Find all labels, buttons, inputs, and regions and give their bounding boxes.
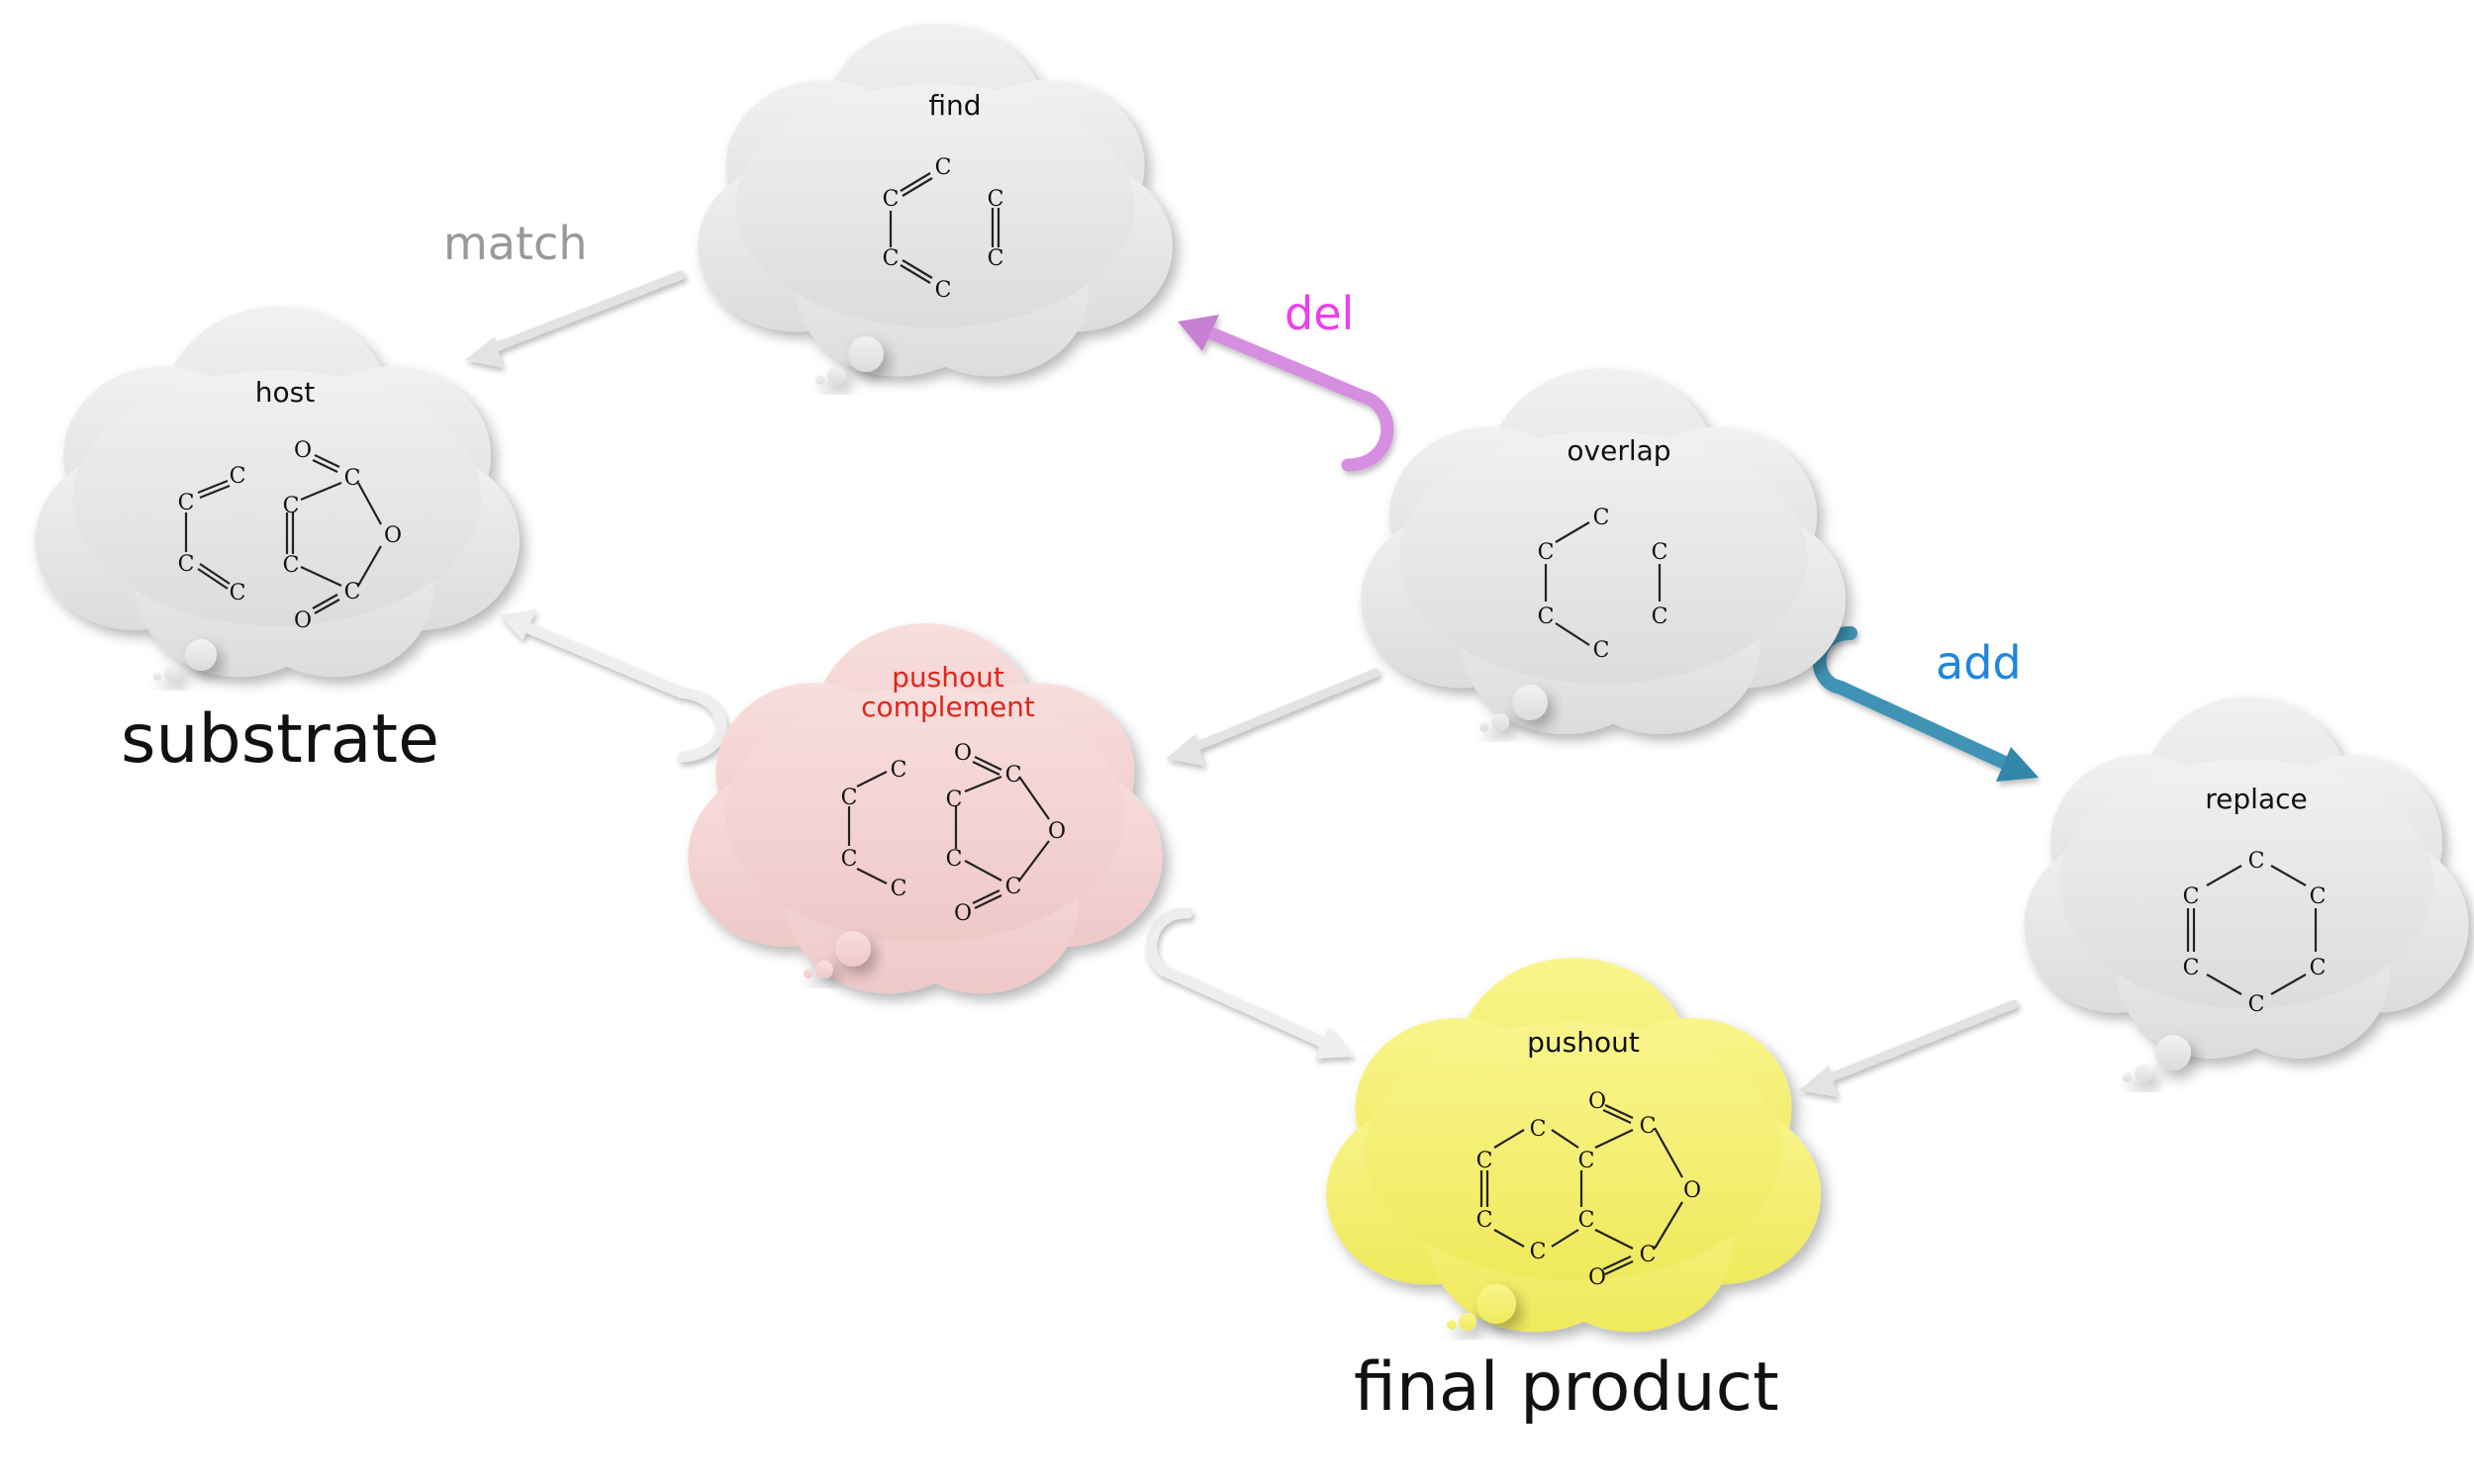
overlap-title: overlap (1567, 434, 1670, 467)
svg-text:C: C (1530, 1240, 1547, 1264)
svg-text:C: C (2248, 992, 2265, 1017)
svg-text:C: C (1538, 604, 1555, 629)
pushout-complement-cloud: pushout complement C C C C O C (688, 623, 1163, 994)
svg-text:C: C (1593, 506, 1610, 530)
svg-text:C: C (1476, 1149, 1493, 1173)
svg-text:C: C (344, 466, 361, 491)
svg-text:C: C (883, 246, 900, 271)
host-molecule: C C C C O C C C O C O (178, 438, 402, 633)
svg-text:C: C (883, 187, 900, 212)
svg-text:C: C (1640, 1243, 1657, 1267)
svg-text:C: C (1593, 638, 1610, 663)
overlap-to-complement-arrow (1166, 668, 1380, 766)
find-molecule: C C C C C C (883, 155, 1004, 303)
find-title: find (928, 89, 981, 122)
host-title: host (255, 376, 315, 409)
svg-text:O: O (294, 608, 312, 633)
svg-text:C: C (946, 788, 963, 812)
svg-text:C: C (841, 786, 858, 810)
find-cloud: find C C C C C C (698, 23, 1173, 385)
svg-text:C: C (1538, 540, 1555, 565)
svg-text:C: C (2183, 956, 2200, 980)
svg-text:C: C (988, 246, 1004, 271)
svg-text:C: C (344, 580, 361, 604)
add-label: add (1936, 636, 2022, 690)
replace-to-pushout-arrow (1799, 999, 2019, 1097)
replace-cloud: replace C C C C C C (2024, 696, 2469, 1082)
svg-text:C: C (1476, 1208, 1493, 1233)
svg-text:C: C (935, 155, 952, 180)
svg-text:C: C (1005, 875, 1022, 899)
svg-text:C: C (2183, 884, 2200, 909)
svg-text:C: C (841, 847, 858, 872)
svg-text:C: C (988, 187, 1004, 212)
svg-text:C: C (283, 553, 300, 578)
svg-text:C: C (230, 464, 246, 489)
pushout-title: pushout (1527, 1026, 1640, 1059)
host-cloud: host C C C C O C C C (35, 307, 520, 682)
complement-to-pushout-arrow (1146, 907, 1354, 1059)
svg-text:C: C (1652, 604, 1668, 629)
svg-text:O: O (954, 901, 972, 926)
svg-text:C: C (1578, 1149, 1595, 1173)
complement-to-host-arrow (500, 609, 727, 763)
svg-text:C: C (891, 758, 907, 783)
svg-text:O: O (294, 438, 312, 463)
pushout-complement-molecule: C C C C O C C C O C O (841, 741, 1066, 926)
match-arrow (465, 270, 686, 368)
svg-text:C: C (1530, 1117, 1547, 1142)
svg-text:O: O (1683, 1178, 1701, 1203)
overlap-molecule: C C C C C C (1538, 506, 1668, 663)
svg-text:C: C (1652, 540, 1668, 565)
svg-text:C: C (2310, 884, 2327, 909)
svg-text:O: O (1048, 819, 1066, 844)
svg-text:C: C (230, 581, 246, 605)
svg-text:O: O (384, 523, 402, 548)
pushout-complement-title-line1: pushout (892, 661, 1004, 694)
final-product-caption: final product (1354, 1348, 1779, 1427)
svg-text:O: O (1588, 1089, 1606, 1114)
svg-text:C: C (1578, 1208, 1595, 1233)
add-arrow (1812, 626, 2039, 782)
svg-text:C: C (1005, 763, 1022, 788)
svg-text:C: C (1640, 1114, 1657, 1139)
svg-text:C: C (2248, 849, 2265, 874)
overlap-cloud: overlap C C C C C C (1361, 368, 1846, 734)
pushout-molecule: C C C C C C O C O C O (1476, 1089, 1701, 1290)
svg-text:C: C (178, 552, 195, 577)
pushout-complement-title-line2: complement (861, 691, 1035, 723)
svg-text:C: C (283, 494, 300, 518)
svg-text:C: C (891, 877, 907, 901)
replace-molecule: C C C C C C (2183, 849, 2327, 1017)
del-label: del (1285, 287, 1354, 340)
svg-text:O: O (1588, 1265, 1606, 1290)
replace-title: replace (2205, 783, 2307, 815)
svg-text:C: C (2310, 956, 2327, 980)
del-arrow (1178, 315, 1394, 472)
match-label: match (443, 217, 587, 270)
svg-text:O: O (954, 741, 972, 766)
svg-text:C: C (946, 847, 963, 872)
svg-text:C: C (935, 278, 952, 303)
svg-text:C: C (178, 491, 195, 515)
pushout-cloud: pushout C C C C C (1326, 957, 1821, 1333)
substrate-caption: substrate (121, 700, 439, 779)
